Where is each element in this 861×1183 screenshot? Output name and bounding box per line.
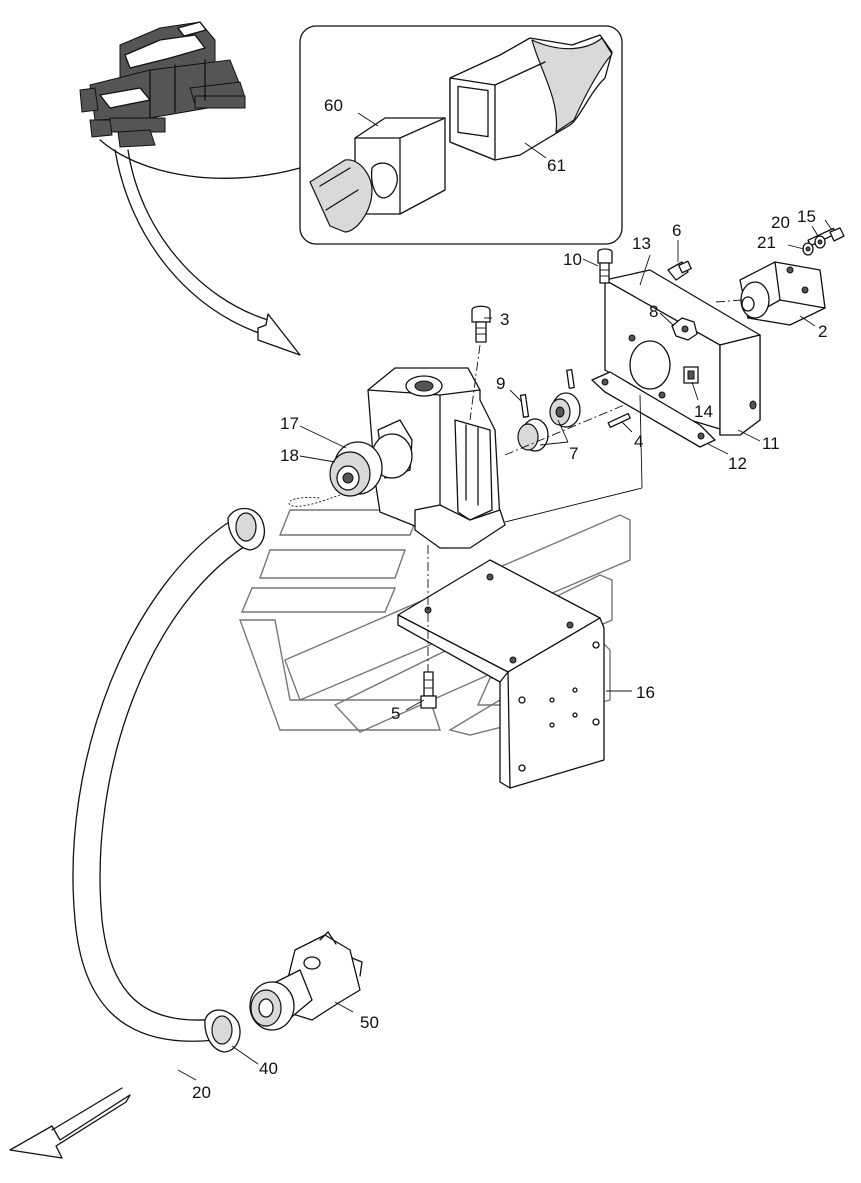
callout-9: 9 <box>496 374 505 393</box>
pin-9 <box>519 394 530 418</box>
pin-9b <box>566 369 575 389</box>
callout-labels: 60 61 3 9 7 4 17 18 10 13 6 8 14 11 12 2… <box>192 96 827 1102</box>
screw-10 <box>597 248 613 284</box>
callout-13: 13 <box>632 234 651 253</box>
bolt-15 <box>807 227 845 247</box>
boot-61 <box>449 34 613 161</box>
callout-18: 18 <box>280 446 299 465</box>
inset-pointer-curve <box>99 139 301 179</box>
callout-17: 17 <box>280 414 299 433</box>
callout-3: 3 <box>500 310 509 329</box>
washer-20 <box>814 235 826 249</box>
nut-8 <box>671 317 698 341</box>
leader-lines <box>177 219 833 1081</box>
callout-10: 10 <box>563 250 582 269</box>
callout-61: 61 <box>547 156 566 175</box>
callout-5: 5 <box>391 704 400 723</box>
callout-16: 16 <box>636 683 655 702</box>
location-arrow <box>114 149 301 356</box>
pin-4 <box>607 412 631 429</box>
flange-12 <box>591 371 716 448</box>
bushing-7 <box>517 392 581 452</box>
washer-21 <box>802 242 814 256</box>
plug-14 <box>683 366 699 384</box>
callout-50: 50 <box>360 1013 379 1032</box>
callout-20-hose: 20 <box>192 1083 211 1102</box>
callout-15: 15 <box>797 207 816 226</box>
callout-2: 2 <box>818 322 827 341</box>
bolt-5 <box>420 671 437 709</box>
valve-housing-assembly <box>288 367 506 549</box>
pump-housing-11 <box>604 269 761 436</box>
bracket-16 <box>397 559 605 789</box>
callout-14: 14 <box>694 402 713 421</box>
callout-60: 60 <box>324 96 343 115</box>
callout-8: 8 <box>649 302 658 321</box>
screw-3 <box>471 305 491 343</box>
callout-11: 11 <box>762 434 780 453</box>
coupling-50 <box>249 931 363 1031</box>
callout-6: 6 <box>672 221 681 240</box>
screw-6 <box>667 260 692 281</box>
hose-20 <box>72 507 265 1053</box>
plug-60 <box>309 117 446 233</box>
callout-21: 21 <box>757 233 776 252</box>
callout-7: 7 <box>569 444 578 463</box>
callout-40: 40 <box>259 1059 278 1078</box>
inset-detail-box <box>299 25 623 245</box>
axis-screw-3 <box>469 344 481 421</box>
pump-2 <box>739 261 826 326</box>
callout-12: 12 <box>728 454 747 473</box>
machine-thumbnail <box>79 21 246 148</box>
callout-4: 4 <box>634 432 643 451</box>
callout-20-top: 20 <box>771 213 790 232</box>
axis-pump <box>715 299 743 303</box>
direction-arrow <box>9 1087 131 1159</box>
